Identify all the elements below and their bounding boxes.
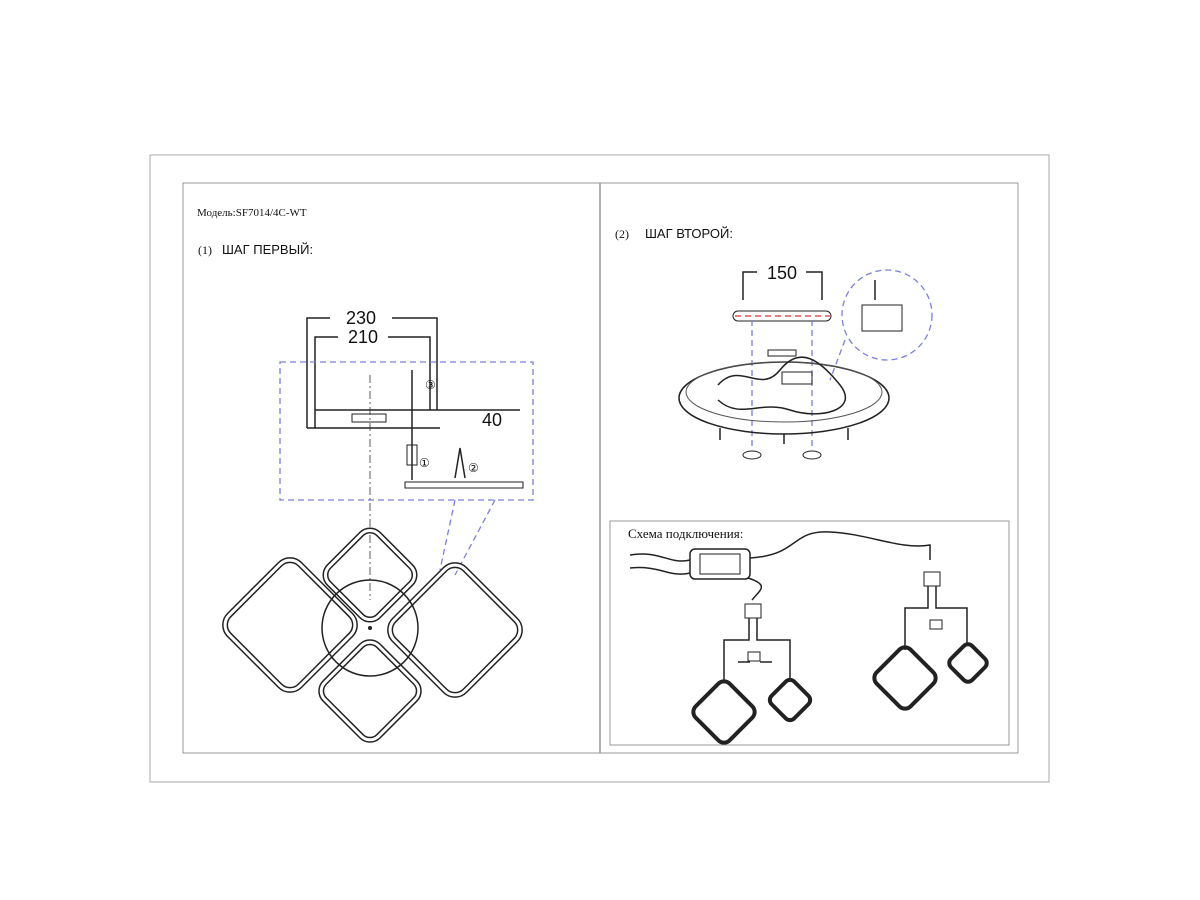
dimension-210: 210 xyxy=(348,327,378,347)
step2-mount-diagram: 150 xyxy=(678,263,933,460)
callout-3: ③ xyxy=(425,378,436,392)
dimension-40: 40 xyxy=(482,410,502,430)
lamp-top-view xyxy=(222,527,523,743)
detail-callout-box xyxy=(279,361,534,501)
dimension-230: 230 xyxy=(346,308,376,328)
callout-2: ② xyxy=(468,461,479,475)
outer-frame xyxy=(149,154,1050,783)
step1-number: (1) xyxy=(198,243,212,257)
scheme-frame xyxy=(609,520,1010,746)
dimension-150: 150 xyxy=(767,263,797,283)
step1-title: ШАГ ПЕРВЫЙ: xyxy=(222,242,313,257)
callout-1: ① xyxy=(419,456,430,470)
model-label: Модель:SF7014/4C-WT xyxy=(197,207,307,219)
step1-mount-dimensions: 230 210 40 ① ② ③ xyxy=(306,308,524,489)
wiring-scheme xyxy=(629,531,989,745)
step2-title: ШАГ ВТОРОЙ: xyxy=(645,226,733,241)
step2-number: (2) xyxy=(615,227,629,241)
scheme-title: Схема подключения: xyxy=(628,526,743,541)
